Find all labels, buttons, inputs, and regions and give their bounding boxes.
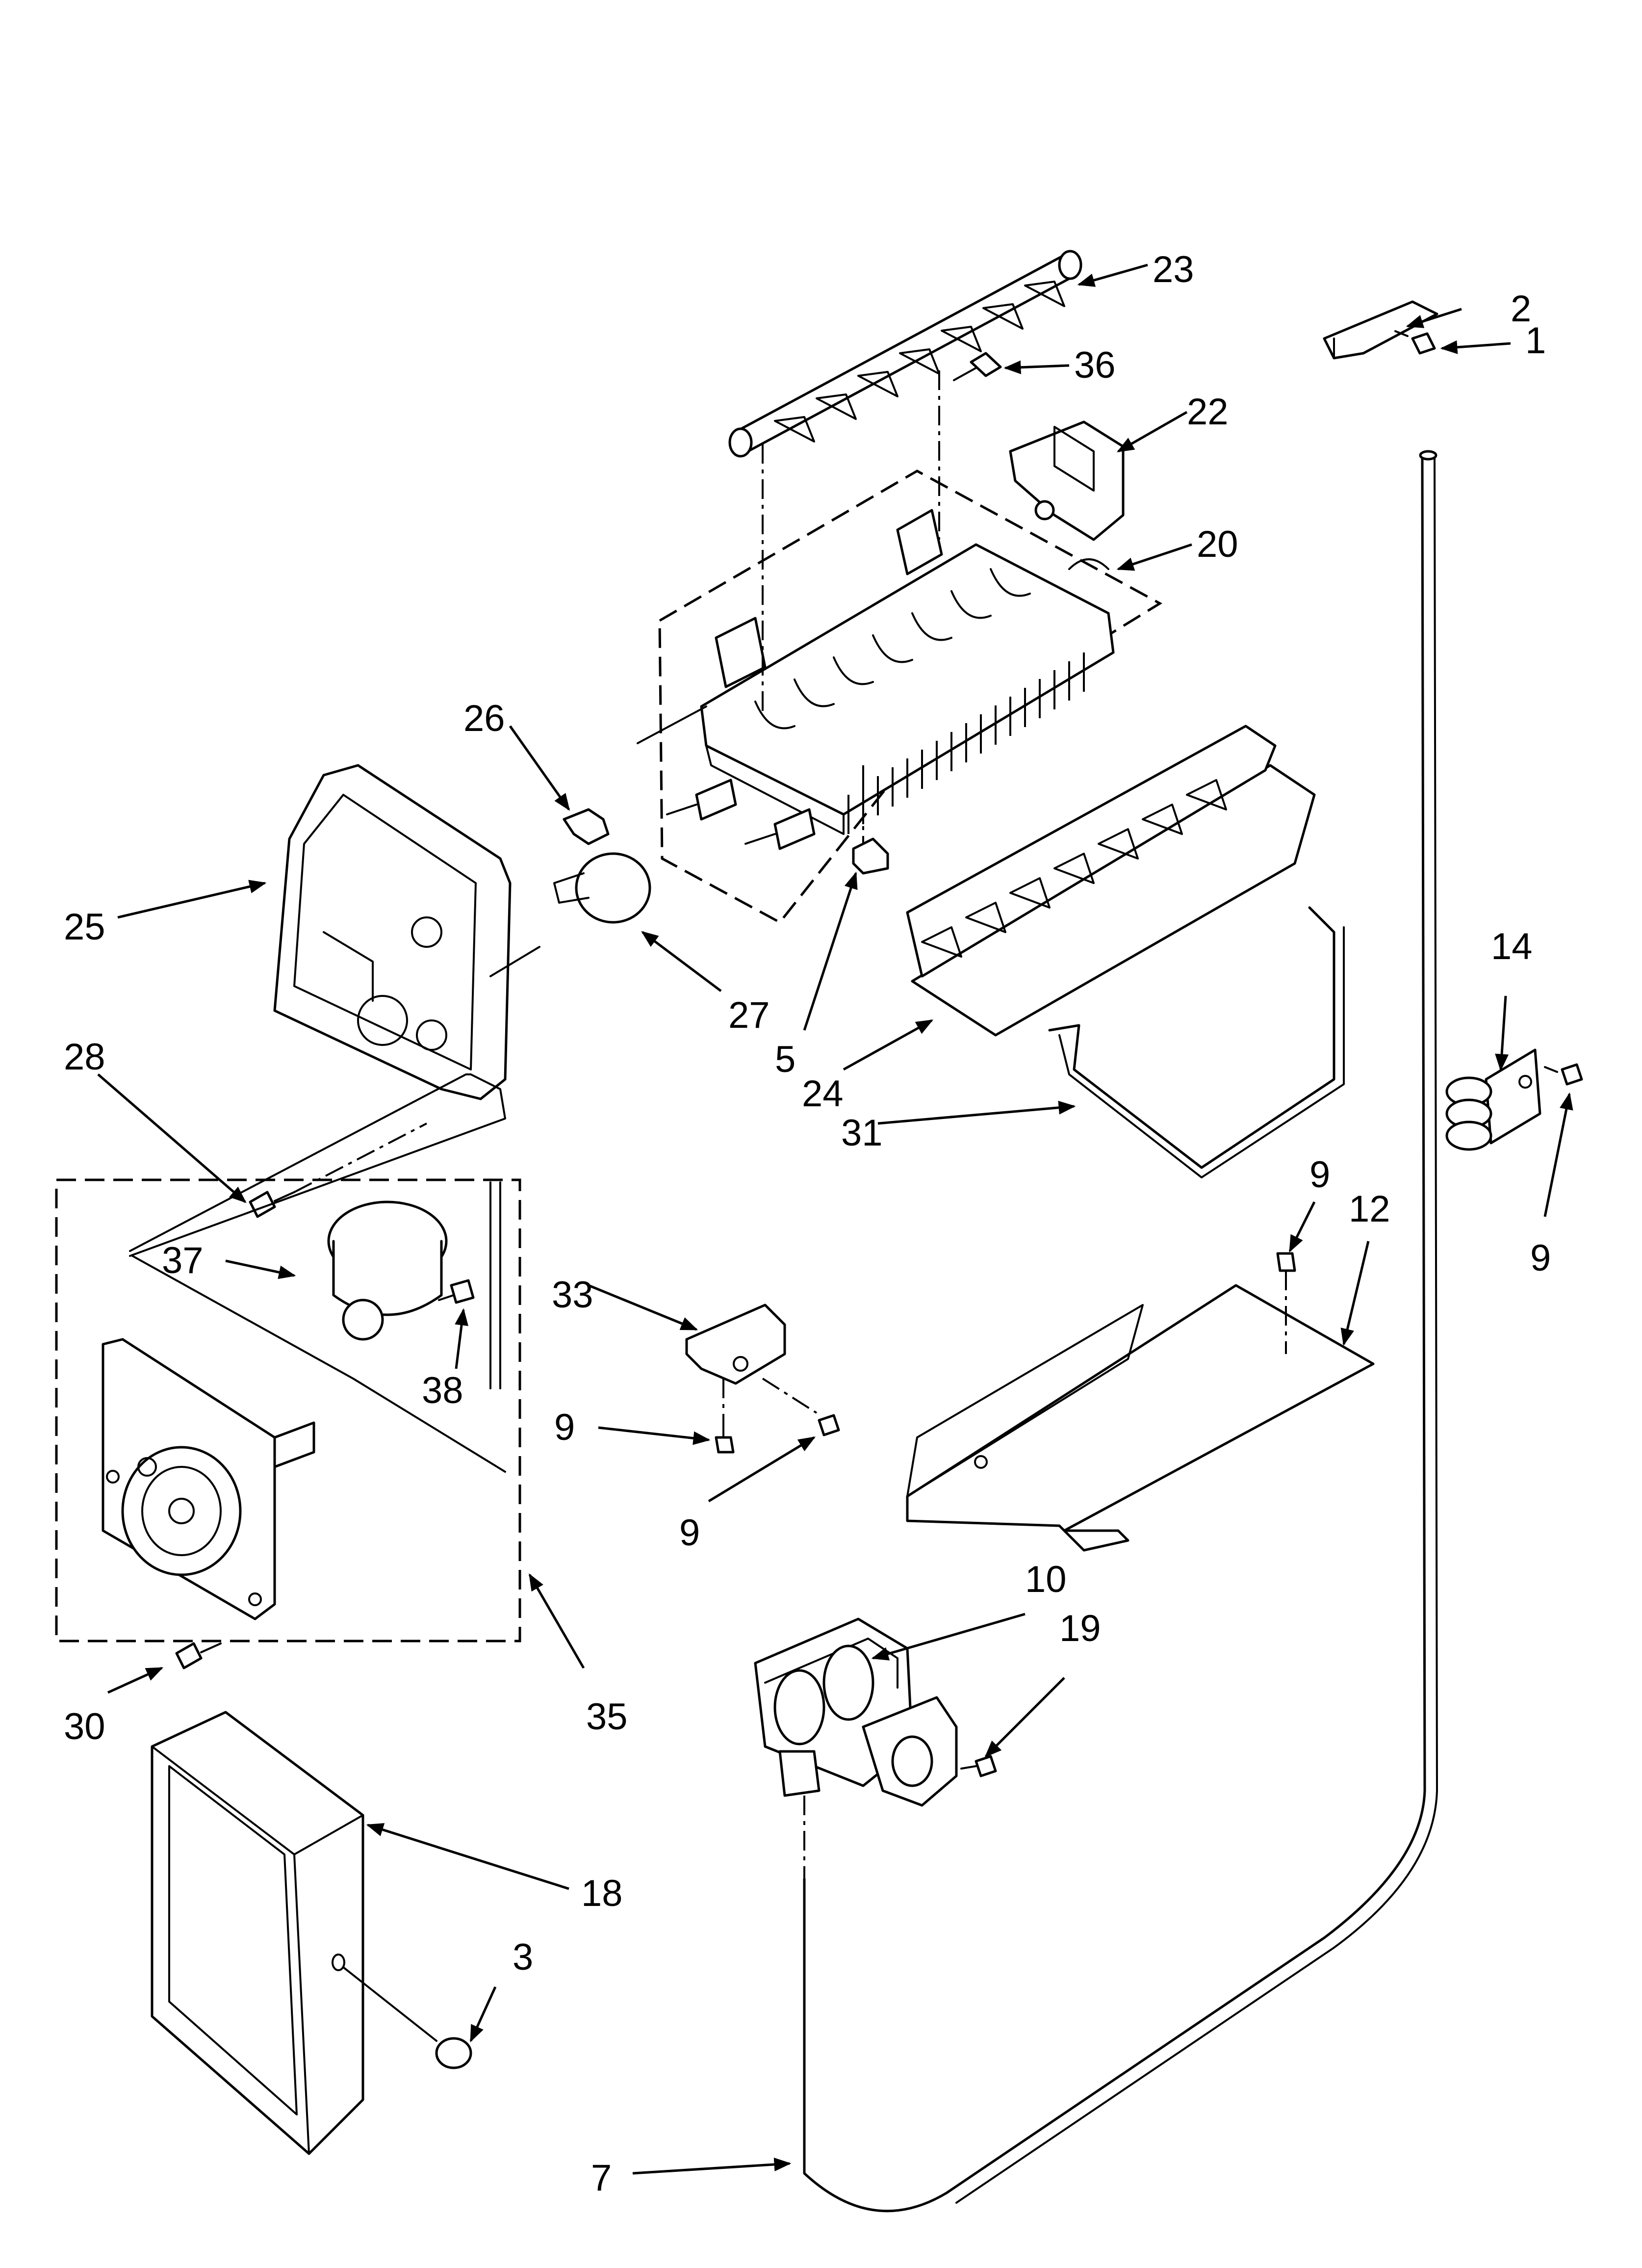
part-screw [818, 1414, 840, 1436]
callout-24: 24 [802, 1073, 844, 1115]
part-water-valve [754, 1617, 958, 1807]
part-screw [715, 1422, 735, 1454]
callout-25: 25 [64, 906, 105, 948]
callout-12: 12 [1349, 1188, 1390, 1230]
callout-36: 36 [1074, 344, 1116, 386]
alignment-line [762, 1378, 818, 1414]
part-cover-box [151, 1711, 364, 2155]
part-motor [327, 1181, 501, 1389]
callout-28: 28 [64, 1036, 105, 1078]
callout-9-shelf: 9 [1309, 1154, 1330, 1196]
callout-9-right: 9 [1530, 1237, 1551, 1279]
part-water-tube [955, 455, 1438, 2204]
alignment-line [294, 1122, 427, 1193]
part-shelf-plate [906, 1284, 1375, 1552]
callouts: 23 36 22 20 2 1 26 25 27 5 24 31 28 14 9… [64, 249, 1551, 2199]
motor-plate-outline [131, 1255, 506, 1473]
leader-lines [97, 263, 1573, 2175]
callout-2: 2 [1511, 288, 1531, 330]
callout-20: 20 [1197, 523, 1238, 565]
callout-5: 5 [775, 1039, 795, 1080]
callout-14: 14 [1491, 926, 1533, 967]
part-stripper [906, 725, 1316, 1037]
part-screw [1394, 330, 1436, 355]
callout-9-lower: 9 [679, 1512, 700, 1554]
part-motor-housing [273, 764, 540, 1100]
callout-22: 22 [1187, 391, 1229, 433]
motor-plate-outline [129, 1073, 506, 1257]
callout-9-left: 9 [554, 1407, 575, 1448]
part-retainer [852, 837, 889, 875]
assembly-box-35 [55, 1178, 521, 1642]
part-screw [960, 1755, 997, 1777]
callout-35: 35 [586, 1696, 628, 1738]
callout-38: 38 [422, 1370, 463, 1411]
part-screw [953, 352, 1002, 381]
part-screw [1544, 1063, 1583, 1086]
part-plug [435, 2037, 472, 2069]
callout-27: 27 [728, 994, 770, 1036]
part-shutoff-arm [1048, 906, 1335, 1169]
part-ejector [728, 250, 1082, 458]
callout-31: 31 [841, 1112, 883, 1154]
callout-23: 23 [1153, 249, 1194, 290]
part-clip-small [563, 808, 610, 845]
callout-37: 37 [162, 1240, 204, 1281]
callout-19: 19 [1059, 1608, 1101, 1649]
callout-3: 3 [513, 1936, 533, 1978]
part-thermostat [553, 852, 651, 924]
part-screw [438, 1279, 475, 1304]
part-screw [175, 1642, 222, 1669]
part-mounting-plate [102, 1338, 315, 1620]
part-bracket [1009, 420, 1125, 541]
part-cover [685, 1303, 786, 1385]
callout-7: 7 [591, 2157, 612, 2199]
callout-26: 26 [463, 698, 505, 739]
callout-1: 1 [1525, 320, 1546, 362]
alignment-line [342, 1966, 437, 2042]
callout-18: 18 [581, 1873, 623, 1914]
callout-30: 30 [64, 1706, 105, 1747]
part-water-tube [803, 455, 1426, 2213]
callout-10: 10 [1025, 1559, 1067, 1600]
part-tube-clamp [1445, 1048, 1541, 1151]
part-screw [1276, 1252, 1296, 1272]
callout-33: 33 [552, 1274, 593, 1316]
part-shutoff-arm [1058, 926, 1345, 1178]
